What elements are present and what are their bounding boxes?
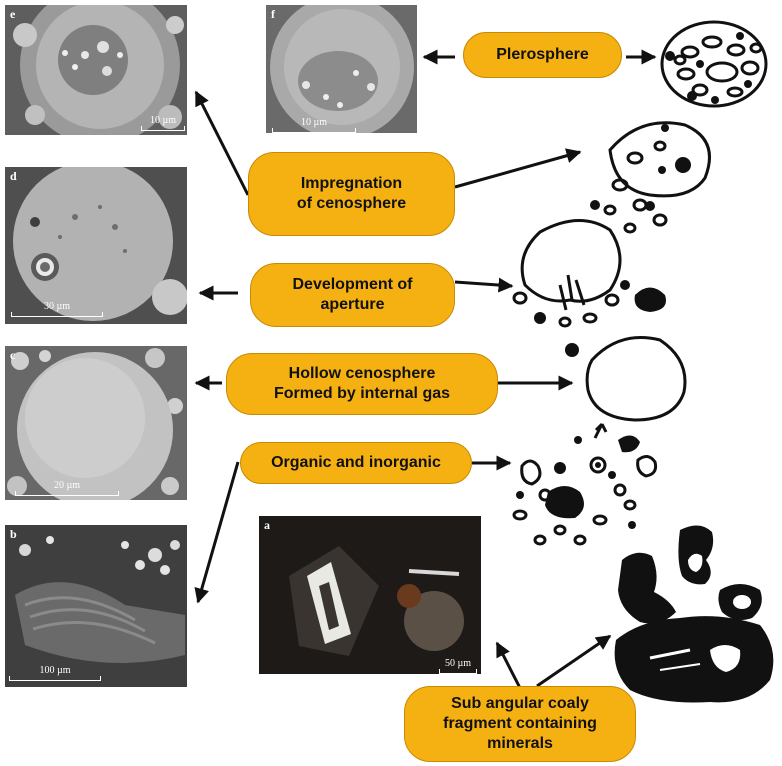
label-plerosphere: Plerosphere [463,32,622,78]
scale-bar-e: 10 µm [141,115,185,131]
label-aperture: Development of aperture [250,263,455,327]
sem-image-d: d 30 µm [5,167,187,324]
scale-bar-c: 20 µm [15,480,119,496]
sem-image-a: a 50 µm [259,516,481,674]
scale-label-c: 20 µm [53,480,81,491]
hollow-sketch [585,336,687,422]
sem-image-f: f 10 µm [266,5,417,133]
plerosphere-sketch-fill [665,32,752,104]
cenosphere-impregnated-image [5,5,187,135]
panel-letter-d: d [10,169,17,183]
hollow-cenosphere-image [5,346,187,500]
plerosphere-image [266,5,417,133]
scale-label-a: 50 µm [444,658,472,669]
panel-letter-b: b [10,527,17,541]
arrow-fragment-to-sketch [536,634,612,688]
label-fragment-text: Sub angular coaly fragment containing mi… [443,695,597,752]
label-impregnation: Impregnation of cenosphere [248,152,455,236]
scale-label-f: 10 µm [300,117,328,128]
scale-label-b: 100 µm [39,665,71,676]
coaly-fragment-sketch [614,525,774,703]
aperture-sketch [512,219,622,328]
organic-sketch-fill [516,435,640,529]
sem-image-e: e 10 µm [5,5,187,135]
sem-image-c: c 20 µm [5,346,187,500]
panel-letter-a: a [264,518,270,532]
label-organic: Organic and inorganic [240,442,472,484]
label-impregnation-text: Impregnation of cenosphere [296,175,407,212]
impregnation-sketch-fill [590,124,691,211]
scale-bar-a: 50 µm [439,658,477,674]
arrow-impregnation-to-e [194,90,250,196]
label-hollow-text: Hollow cenosphere Formed by internal gas [273,365,451,402]
panel-letter-e: e [10,7,16,21]
sem-image-b: b 100 µm [5,525,187,687]
panel-letter-f: f [271,7,275,21]
aperture-sketch-fill [534,280,666,357]
label-plerosphere-text: Plerosphere [496,46,589,63]
scale-bar-b: 100 µm [9,665,101,681]
organic-sketch [512,422,658,546]
label-hollow: Hollow cenosphere Formed by internal gas [226,353,498,415]
scale-label-d: 30 µm [43,301,71,312]
arrow-impregnation-to-sketch [454,148,582,189]
scale-bar-f: 10 µm [272,117,356,133]
label-fragment: Sub angular coaly fragment containing mi… [404,686,636,762]
coaly-fragment-image [259,516,481,674]
aperture-cenosphere-image [5,167,187,324]
label-aperture-text: Development of aperture [292,276,413,313]
plerosphere-sketch [660,20,768,108]
scale-bar-d: 30 µm [11,301,103,317]
panel-letter-c: c [10,348,16,362]
arrow-organic-to-b [194,461,240,604]
arrow-aperture-to-sketch [454,277,514,293]
arrow-fragment-to-a [495,641,522,689]
organic-inorganic-image [5,525,187,687]
label-organic-text: Organic and inorganic [271,454,441,471]
scale-label-e: 10 µm [149,115,177,126]
